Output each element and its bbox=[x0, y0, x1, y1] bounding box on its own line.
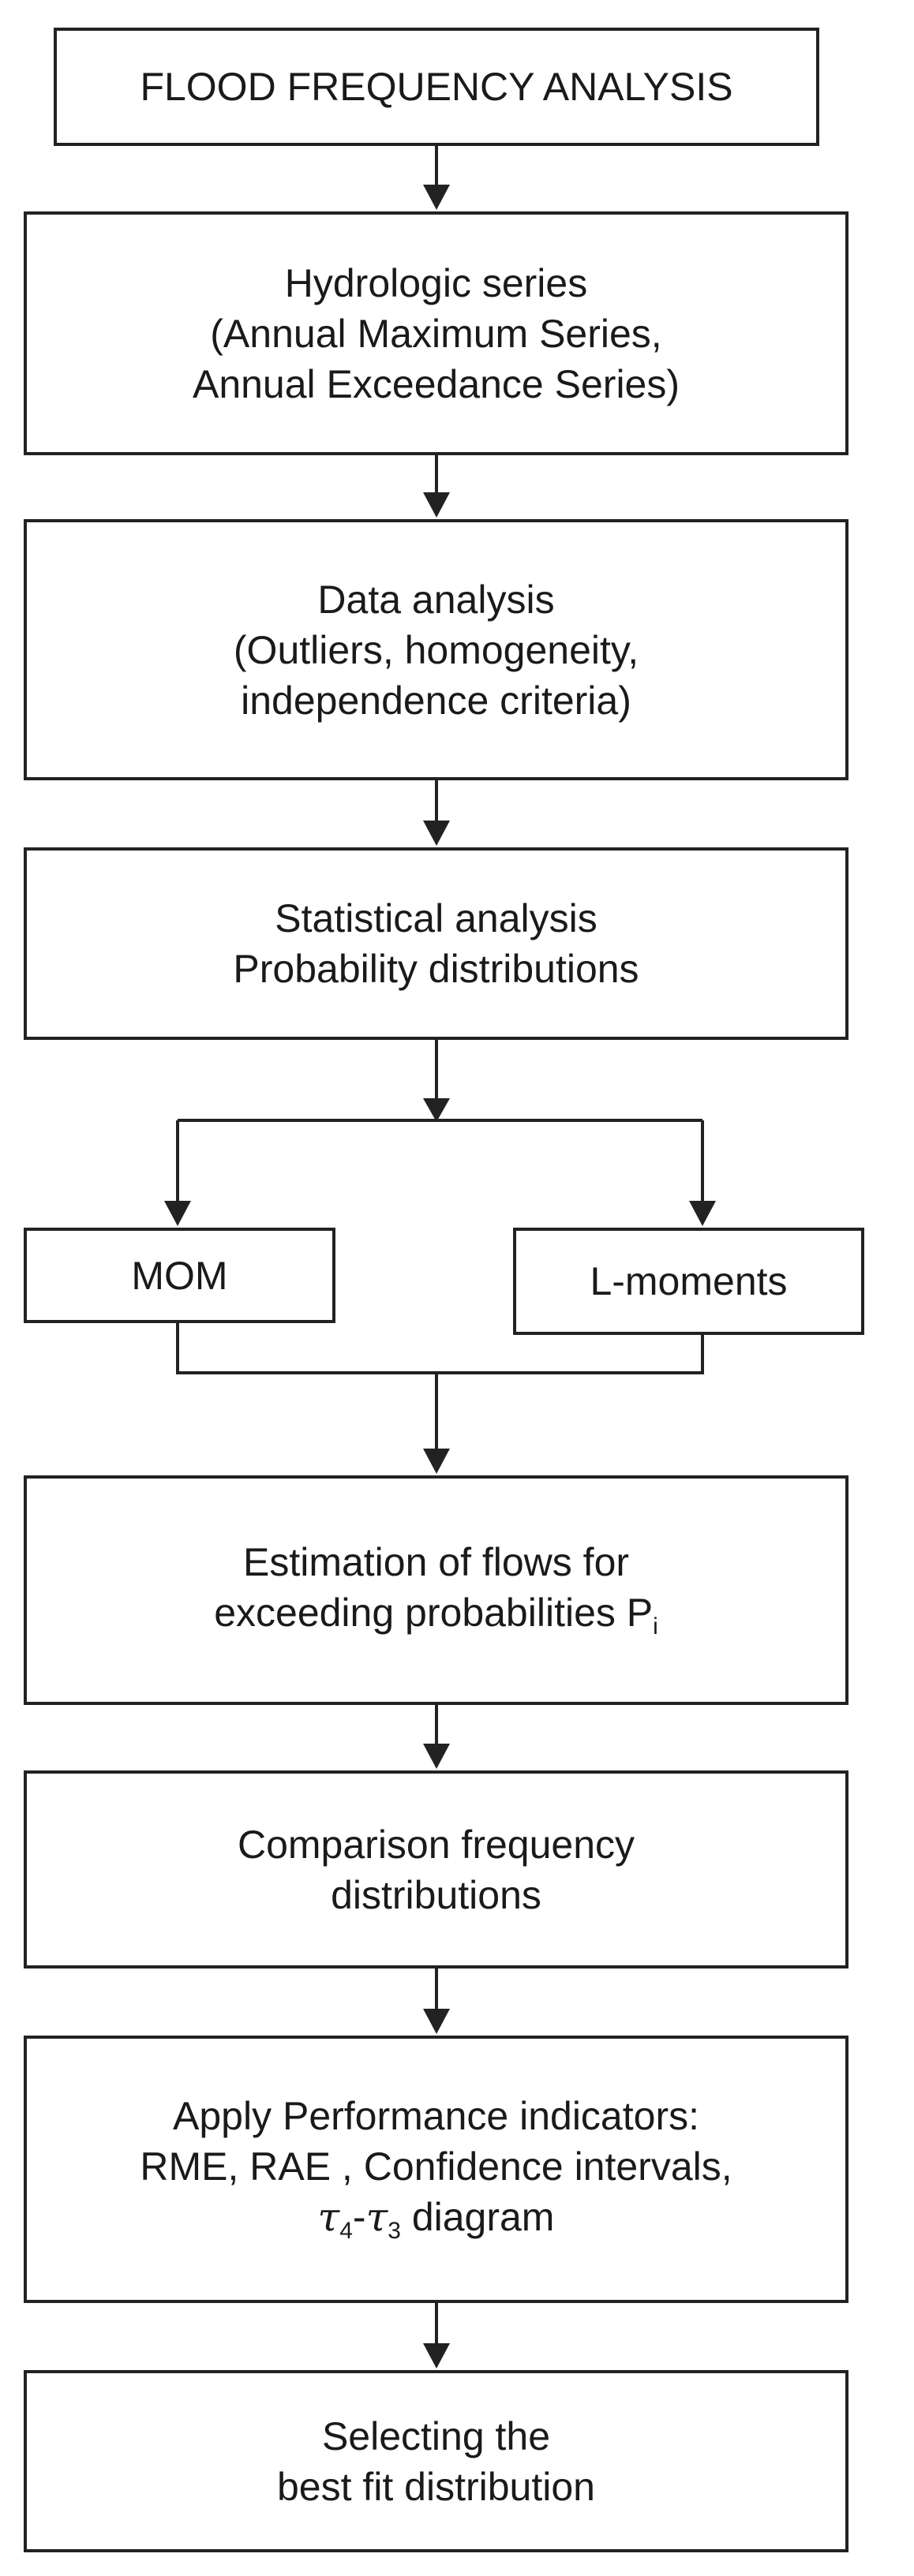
data-analysis-line-3: independence criteria) bbox=[241, 678, 631, 723]
tau-symbol-a: τ bbox=[317, 2193, 340, 2240]
title-box: FLOOD FREQUENCY ANALYSIS bbox=[54, 28, 819, 146]
selecting-box: Selecting the best fit distribution bbox=[24, 2370, 848, 2552]
probability-subscript: i bbox=[653, 1613, 658, 1639]
estimation-box: Estimation of flows for exceeding probab… bbox=[24, 1475, 848, 1705]
comparison-line-1: Comparison frequency bbox=[237, 1822, 635, 1867]
mom-box: MOM bbox=[24, 1228, 335, 1323]
mom-label: MOM bbox=[131, 1253, 228, 1298]
hydrologic-line-1: Hydrologic series bbox=[284, 260, 588, 305]
tau-subscript-3: 3 bbox=[388, 2217, 401, 2244]
arrowhead-mom bbox=[164, 1201, 191, 1226]
statistical-analysis-box: Statistical analysis Probability distrib… bbox=[24, 847, 848, 1040]
statistical-line-1: Statistical analysis bbox=[275, 896, 597, 940]
hydrologic-line-2: (Annual Maximum Series, bbox=[210, 311, 662, 356]
arrowhead-lmoments bbox=[689, 1201, 716, 1226]
arrowhead-comparison bbox=[423, 1744, 450, 1769]
hydrologic-series-box: Hydrologic series (Annual Maximum Series… bbox=[24, 211, 848, 455]
merge-left bbox=[176, 1322, 436, 1374]
performance-line-1: Apply Performance indicators: bbox=[173, 2093, 699, 2138]
lmoments-box: L-moments bbox=[513, 1228, 864, 1335]
merge-right bbox=[436, 1333, 704, 1374]
selecting-line-1: Selecting the bbox=[321, 2413, 551, 2458]
arrowhead-hydrologic bbox=[423, 185, 450, 210]
title-text: FLOOD FREQUENCY ANALYSIS bbox=[140, 65, 733, 109]
estimation-line-2: exceeding probabilities Pi bbox=[214, 1587, 658, 1644]
performance-box: Apply Performance indicators: RME, RAE ,… bbox=[24, 2036, 848, 2303]
data-analysis-line-1: Data analysis bbox=[317, 577, 555, 622]
tau-symbol-b: τ bbox=[365, 2193, 388, 2240]
arrowhead-estimation bbox=[423, 1449, 450, 1474]
tau-subscript-4: 4 bbox=[339, 2217, 353, 2244]
lmoments-label: L-moments bbox=[590, 1259, 788, 1303]
performance-line-2: RME, RAE , Confidence intervals, bbox=[140, 2144, 732, 2189]
hydrologic-line-3: Annual Exceedance Series) bbox=[192, 361, 680, 406]
arrowhead-data bbox=[423, 492, 450, 518]
performance-line-3: τ4-τ3 diagram bbox=[318, 2192, 555, 2249]
data-analysis-box: Data analysis (Outliers, homogeneity, in… bbox=[24, 519, 848, 780]
tau-dash: - bbox=[352, 2194, 366, 2239]
arrowhead-selecting bbox=[423, 2343, 450, 2368]
selecting-line-2: best fit distribution bbox=[277, 2464, 595, 2509]
estimation-line-1: Estimation of flows for bbox=[242, 1539, 630, 1584]
diagram-word: diagram bbox=[400, 2194, 555, 2239]
estimation-line-2-text: exceeding probabilities P bbox=[214, 1590, 654, 1635]
comparison-box: Comparison frequency distributions bbox=[24, 1770, 848, 1968]
arrowhead-branch bbox=[423, 1098, 450, 1122]
arrowhead-performance bbox=[423, 2009, 450, 2034]
arrowhead-statistical bbox=[423, 821, 450, 846]
comparison-line-2: distributions bbox=[331, 1872, 541, 1917]
statistical-line-2: Probability distributions bbox=[233, 947, 639, 991]
data-analysis-line-2: (Outliers, homogeneity, bbox=[233, 627, 639, 672]
